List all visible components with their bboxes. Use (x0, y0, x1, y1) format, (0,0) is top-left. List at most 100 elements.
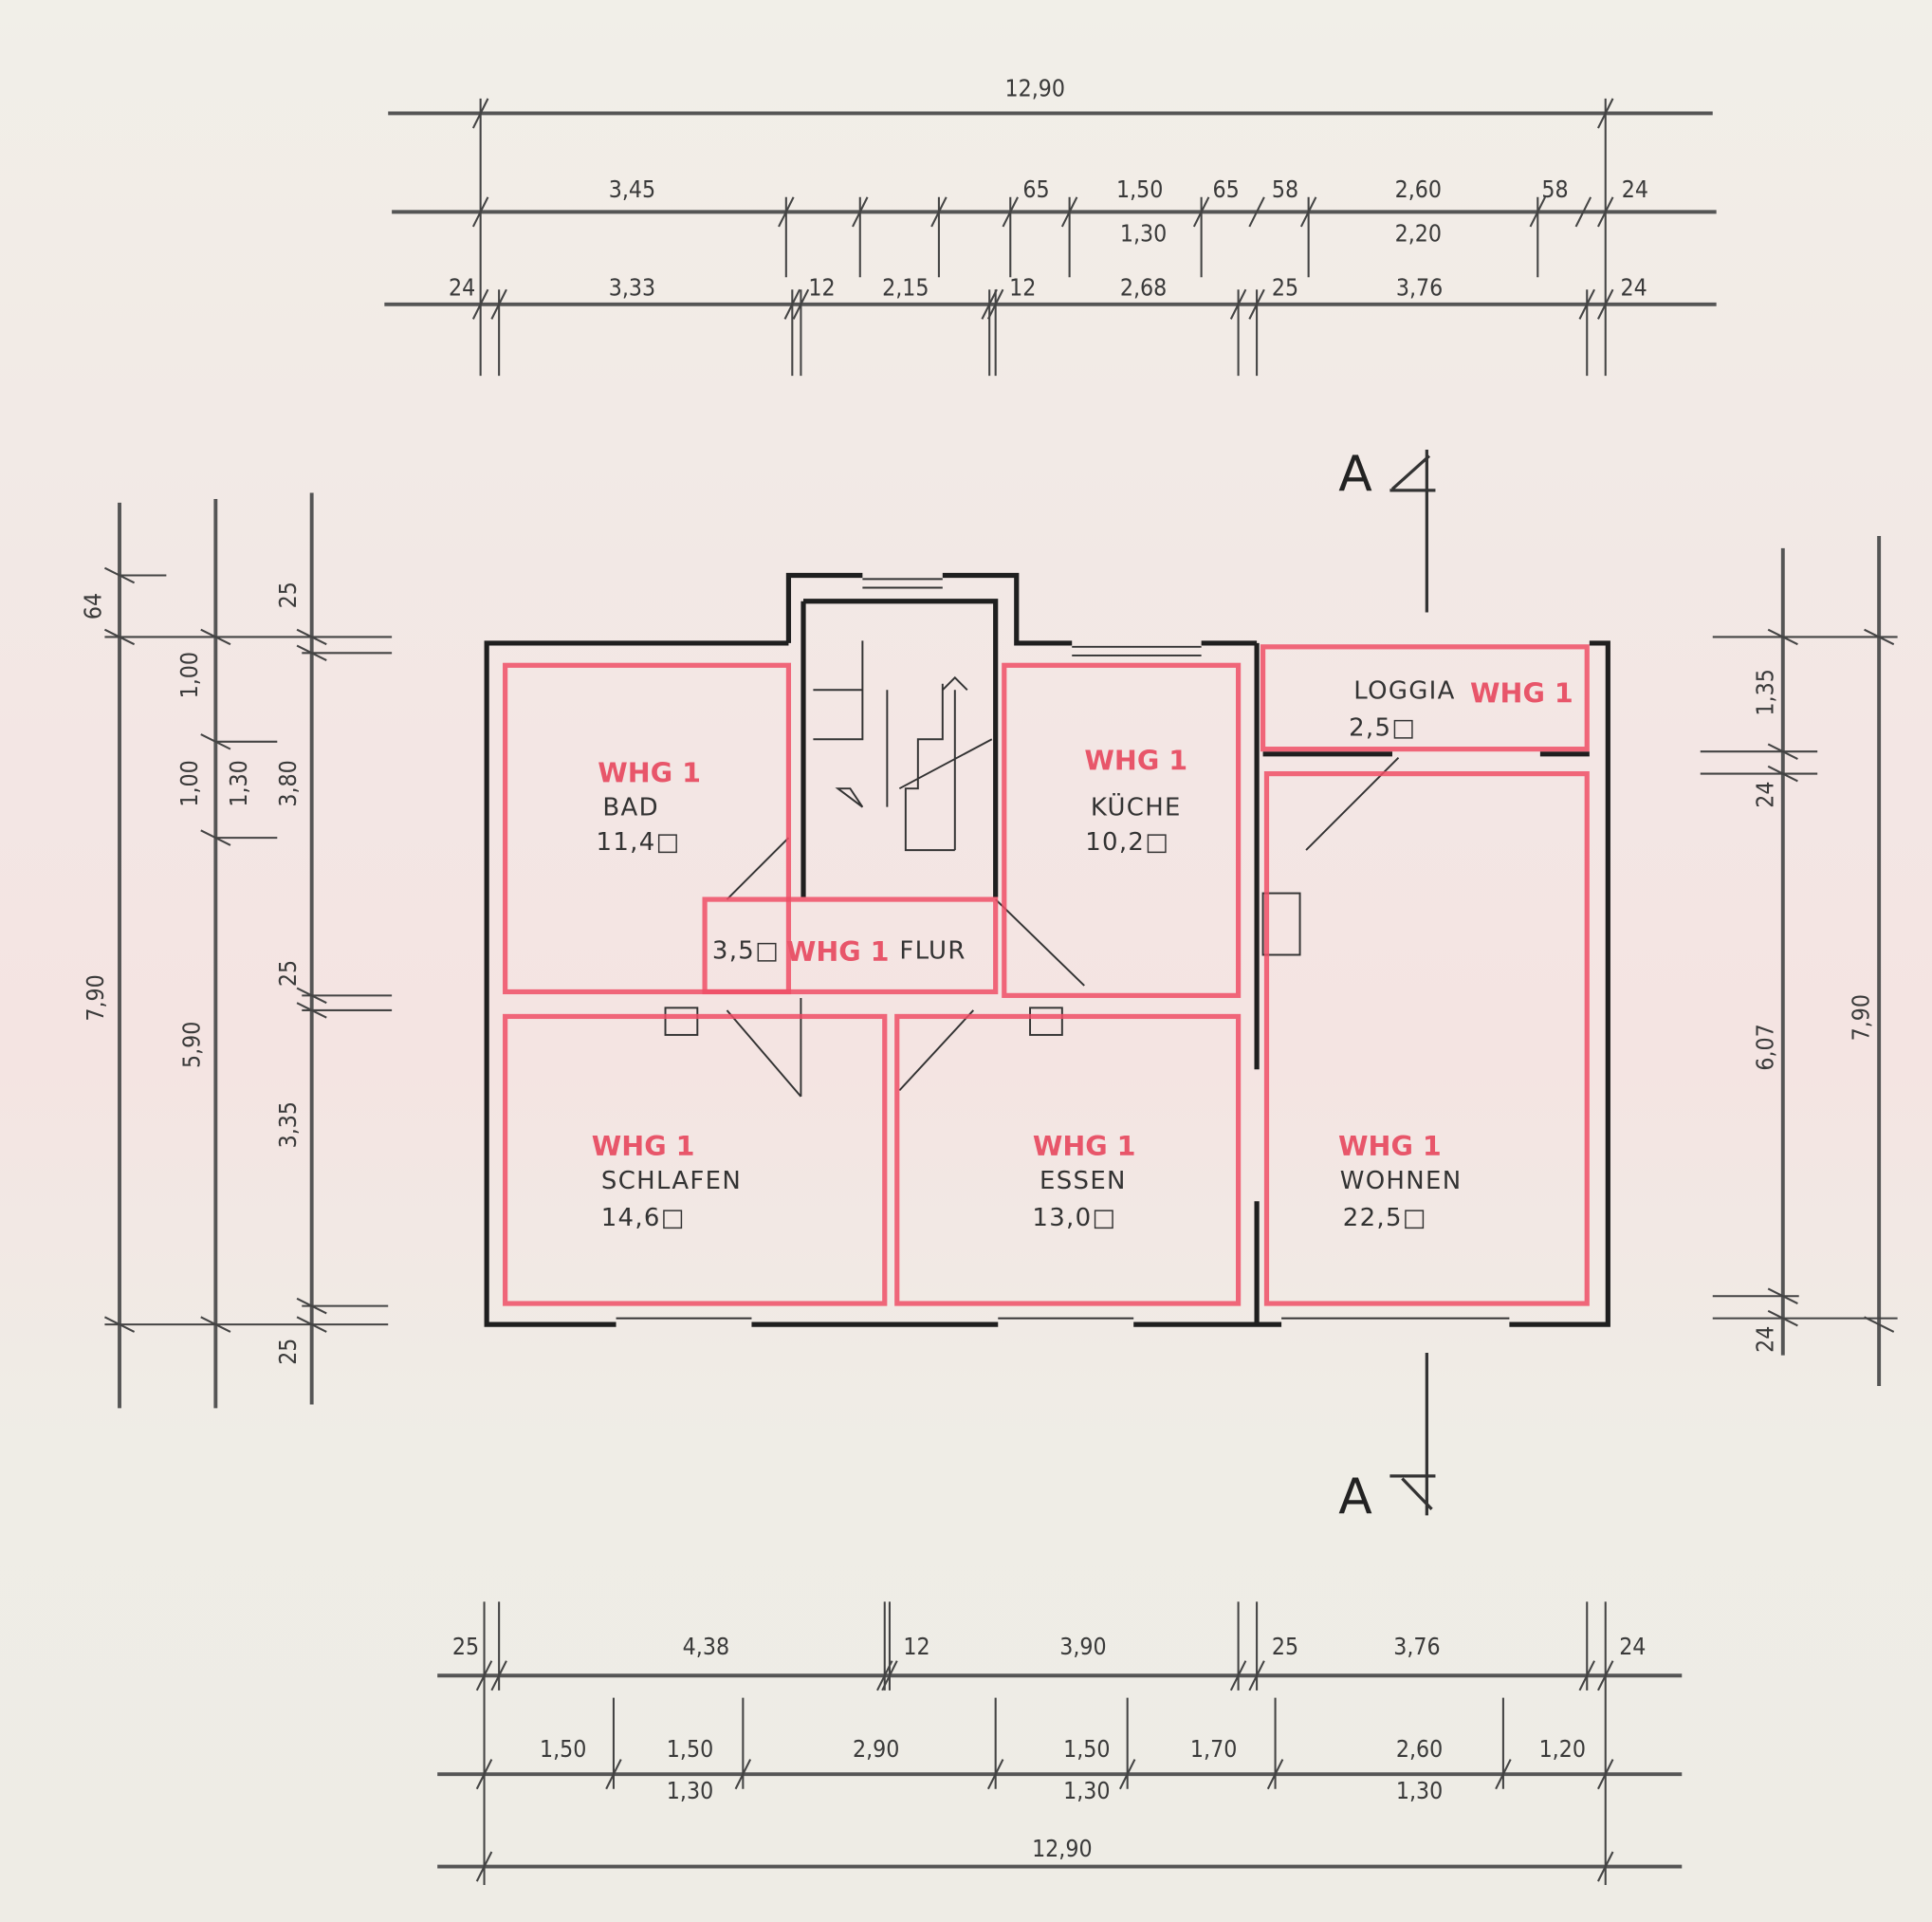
dimension-tick (783, 288, 801, 320)
dim-label: 1,30 (1120, 220, 1167, 248)
dimension-tick (1060, 196, 1078, 228)
dim-label: 3,33 (609, 274, 655, 302)
room-bad: WHG 1 BAD 11,4□ (597, 757, 701, 857)
room-area: 10,2□ (1085, 828, 1169, 857)
room-name: SCHLAFEN (601, 1167, 742, 1195)
dim-label: 1,30 (1063, 1777, 1110, 1804)
dim-label: 2,68 (1120, 274, 1167, 302)
dim-label: 3,45 (609, 176, 655, 203)
room-name: LOGGIA (1353, 676, 1455, 705)
dimensions-bottom: 25 4,38 12 3,90 25 3,76 24 1,50 1,50 2,9… (452, 1633, 1646, 1862)
dim-label: 4,38 (683, 1633, 729, 1660)
dimension-tick (103, 628, 136, 646)
dimension-lines (118, 111, 1882, 1869)
walls (484, 572, 1610, 1327)
dimension-tick (296, 1002, 327, 1019)
dimension-tick (296, 628, 327, 646)
dimension-tick (1597, 1759, 1614, 1790)
dim-label: 2,60 (1395, 176, 1442, 203)
dimension-tick (1248, 196, 1265, 228)
room-name: KÜCHE (1091, 792, 1182, 822)
dimension-tick (103, 1316, 136, 1333)
room-outline-schlafen (503, 1013, 888, 1306)
dim-label: 1,70 (1190, 1735, 1237, 1763)
dimension-tick (296, 987, 327, 1005)
apartment-tag: WHG 1 (1033, 1130, 1136, 1162)
dimension-tick (981, 288, 998, 320)
dim-label: 1,30 (225, 760, 252, 806)
dim-label: 1,00 (175, 760, 203, 806)
dim-label: 25 (274, 582, 302, 608)
section-label: A (1338, 446, 1372, 503)
dimension-tick (881, 1660, 898, 1691)
dimension-tick (1229, 288, 1247, 320)
dim-label: 58 (1272, 176, 1298, 203)
dimension-tick (200, 1316, 231, 1333)
room-area: 14,6□ (601, 1204, 686, 1232)
dimension-tick (475, 1759, 493, 1790)
dim-label: 25 (1272, 274, 1298, 302)
dim-label: 24 (1622, 176, 1648, 203)
dimension-tick (475, 1660, 493, 1691)
room-name: BAD (602, 794, 658, 822)
door-swings (664, 757, 1400, 1098)
dimension-tick (792, 288, 810, 320)
apartment-tag: WHG 1 (786, 935, 890, 968)
dimension-tick (1118, 1759, 1136, 1790)
dim-label: 58 (1541, 176, 1568, 203)
dimension-tick (1248, 1660, 1265, 1691)
dimension-tick (1002, 196, 1019, 228)
room-area: 3,5□ (712, 936, 780, 965)
apartment-tag: WHG 1 (598, 757, 701, 789)
dim-label: 7,90 (1848, 994, 1875, 1041)
dimension-tick (986, 1759, 1004, 1790)
room-area: 11,4□ (597, 828, 681, 857)
staircase (813, 640, 993, 852)
dim-label: 24 (1620, 274, 1647, 302)
dimension-tick (1529, 196, 1547, 228)
dimension-tick (986, 288, 1004, 320)
dimension-tick (1767, 628, 1798, 646)
dim-overall: 12,90 (1032, 1835, 1092, 1862)
dim-label: 24 (449, 274, 475, 302)
dimension-tick (852, 196, 869, 228)
room-area: 22,5□ (1343, 1204, 1427, 1232)
dim-label: 12 (808, 274, 835, 302)
dimension-tick (1248, 288, 1265, 320)
room-name: WOHNEN (1340, 1167, 1463, 1195)
dim-label: 2,20 (1395, 220, 1442, 248)
dimension-tick (296, 1297, 327, 1315)
dim-overall: 12,90 (1005, 74, 1065, 102)
dimension-tick (1597, 1851, 1614, 1882)
dimension-tick (1864, 628, 1895, 646)
room-outline-essen (894, 1013, 1242, 1306)
dimension-tick (1597, 196, 1614, 228)
dimension-tick (605, 1759, 622, 1790)
dim-label: 1,20 (1539, 1735, 1586, 1763)
dim-label: 1,50 (1063, 1735, 1110, 1763)
dimension-tick (734, 1759, 752, 1790)
room-outline-loggia (1260, 644, 1590, 752)
dim-label: 24 (1619, 1633, 1646, 1660)
dimension-tick (778, 196, 795, 228)
dim-label: 24 (1751, 1326, 1778, 1353)
dim-label: 3,76 (1393, 1633, 1440, 1660)
dimension-tick (490, 288, 507, 320)
extension-lines (104, 98, 1898, 1886)
dimension-tick (296, 644, 327, 662)
dimension-tick (200, 733, 231, 750)
dimension-tick (1597, 98, 1614, 129)
dim-label: 1,50 (540, 1735, 586, 1763)
apartment-tag: WHG 1 (1338, 1130, 1442, 1162)
dimensions-left: 64 1,00 1,00 1,30 3,80 25 25 7,90 5,90 3… (80, 582, 302, 1365)
dimension-tick (1495, 1759, 1512, 1790)
dimension-tick (1229, 1660, 1247, 1691)
dim-label: 3,35 (274, 1101, 302, 1148)
dimension-tick (1578, 288, 1595, 320)
dim-label: 1,50 (1116, 176, 1163, 203)
room-flur: 3,5□ WHG 1 FLUR (712, 935, 966, 968)
dimension-tick (296, 1316, 327, 1333)
dim-label: 3,80 (274, 760, 302, 806)
dimension-tick (475, 1851, 493, 1882)
dimension-tick (103, 566, 136, 584)
